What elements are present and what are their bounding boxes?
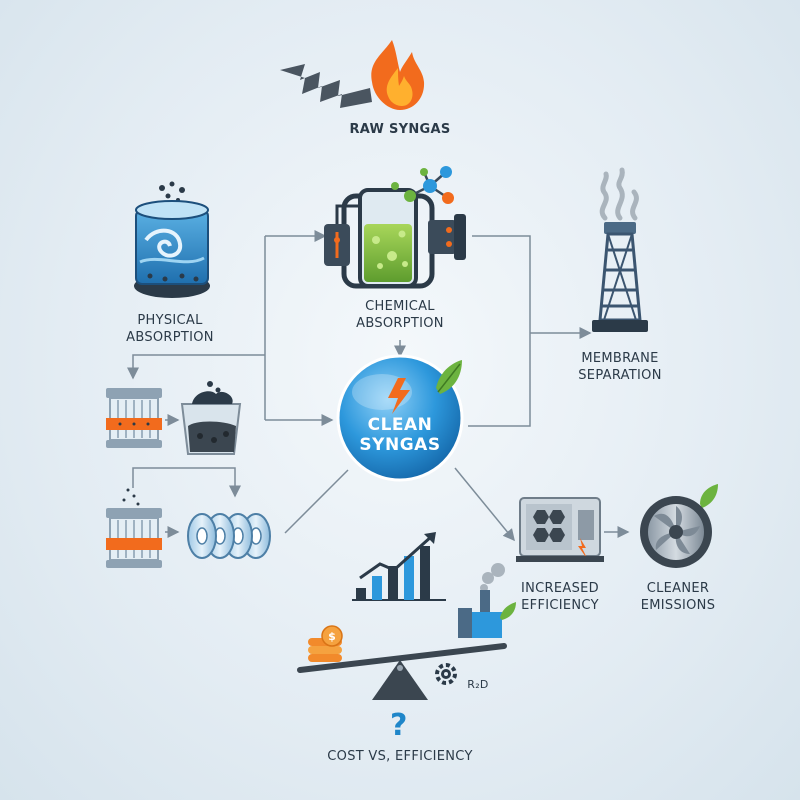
- label-chemical-absorption: CHEMICAL ABSORPTION: [356, 299, 444, 331]
- turbine-icon: [640, 496, 712, 568]
- connectors: [127, 230, 630, 542]
- bolt-icon: [388, 378, 410, 414]
- label-raw-syngas: RAW SYNGAS: [349, 122, 451, 137]
- label-increased-efficiency: INCREASED EFFICIENCY: [521, 581, 599, 613]
- membrane-discs-icon: [187, 513, 271, 559]
- absorber-tank-icon: [134, 181, 210, 298]
- growth-chart-icon: [352, 532, 446, 601]
- engine-module-icon: [516, 484, 718, 562]
- balance-scale-icon: $: [297, 563, 516, 700]
- label-physical-absorption: PHYSICAL ABSORPTION: [126, 313, 214, 345]
- coin-stack-icon: $: [308, 625, 343, 662]
- flame-icon: [371, 40, 425, 110]
- label-membrane-separation: MEMBRANE SEPARATION: [578, 351, 662, 383]
- filter-cartridge-icon: [106, 388, 162, 448]
- label-cleaner-emissions: CLEANER EMISSIONS: [640, 581, 716, 613]
- factory-icon: [458, 563, 516, 638]
- smoke-zigzag: [280, 64, 372, 108]
- raw-syngas-icon: [280, 40, 425, 110]
- hub-line-2: SYNGAS: [359, 435, 440, 455]
- question-icon: ?: [390, 708, 408, 743]
- molecule-icon: [391, 166, 454, 204]
- label-cost-vs-efficiency: COST VS, EFFICIENCY: [327, 749, 473, 764]
- label-rd: R₂D: [467, 678, 489, 691]
- clean-syngas-hub: CLEAN SYNGAS: [336, 354, 464, 482]
- leaf-icon-2: [700, 484, 718, 508]
- reactor-icon: [324, 166, 466, 289]
- stack-tower-icon: [592, 167, 648, 332]
- leaf-icon: [436, 360, 462, 394]
- bucket-icon: [180, 381, 242, 455]
- svg-text:$: $: [328, 630, 336, 643]
- hub-line-1: CLEAN: [368, 415, 433, 435]
- filter-cartridge-icon-2: [106, 488, 162, 568]
- gear-icon: [435, 663, 457, 685]
